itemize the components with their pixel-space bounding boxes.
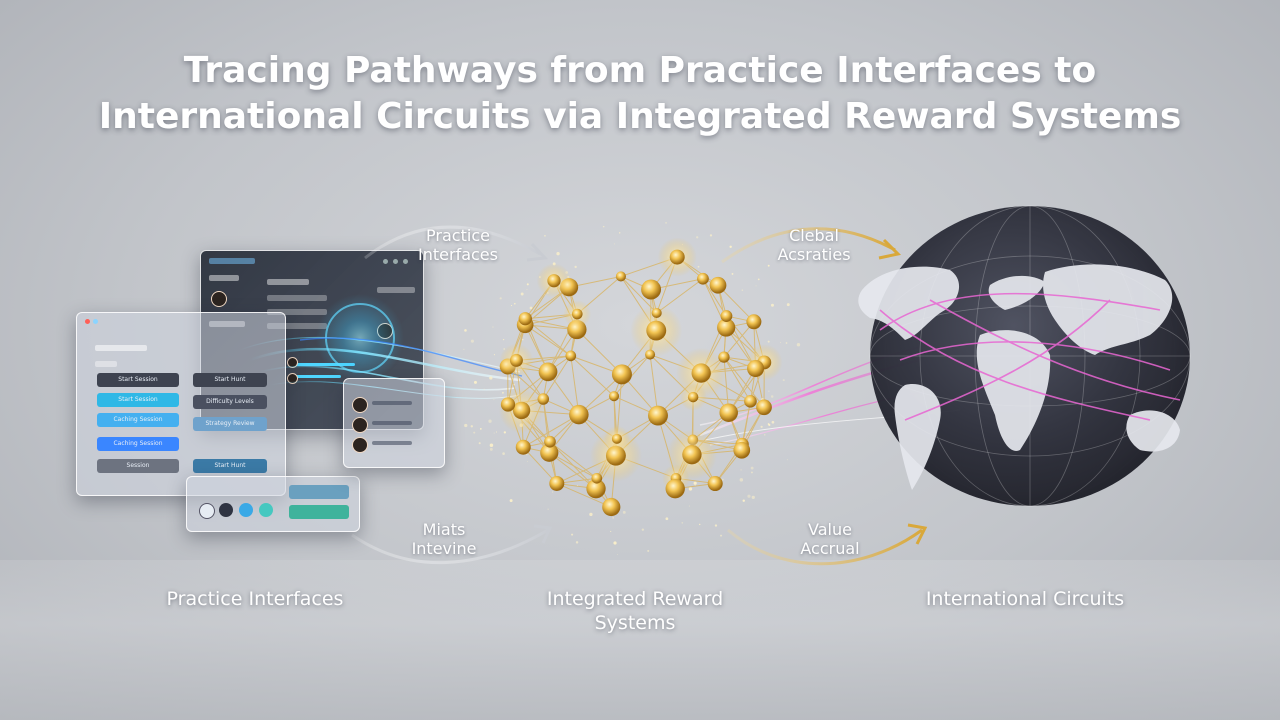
reward-network-sphere bbox=[463, 222, 801, 556]
practice-button-7[interactable]: Difficulty Levels bbox=[193, 395, 267, 409]
tool-icon-4[interactable] bbox=[259, 503, 273, 517]
network-node bbox=[719, 403, 738, 422]
network-node bbox=[512, 401, 531, 420]
network-node bbox=[756, 399, 772, 416]
title-line-1: Tracing Pathways from Practice Interface… bbox=[183, 50, 1097, 91]
network-node bbox=[615, 271, 626, 282]
network-node bbox=[746, 314, 762, 330]
practice-button-5[interactable]: Session bbox=[97, 459, 179, 473]
tool-icon-3[interactable] bbox=[239, 503, 253, 517]
network-node bbox=[641, 279, 662, 300]
network-node bbox=[744, 394, 757, 408]
network-node bbox=[720, 310, 733, 322]
network-node bbox=[733, 441, 751, 459]
network-node bbox=[682, 445, 702, 465]
practice-button-4[interactable]: Caching Session bbox=[97, 437, 179, 451]
network-node bbox=[669, 249, 685, 265]
practice-button-8[interactable]: Strategy Review bbox=[193, 417, 267, 431]
network-node bbox=[549, 475, 565, 491]
network-node bbox=[646, 320, 667, 341]
floor-shadow bbox=[0, 560, 1280, 720]
practice-button-9[interactable]: Start Hunt bbox=[193, 459, 267, 473]
route-arcs bbox=[879, 292, 1181, 421]
practice-button-6[interactable]: Start Hunt bbox=[193, 373, 267, 387]
network-node bbox=[500, 397, 516, 412]
lower-toolbar-panel bbox=[186, 476, 360, 532]
stage-label-reward: Integrated Reward Systems bbox=[546, 588, 724, 634]
world-globe bbox=[858, 205, 1191, 507]
arrow-label-top-right: Clebal Acsraties bbox=[777, 226, 851, 264]
arrow-label-bottom-left: Miats Intevine bbox=[411, 520, 477, 558]
tool-icon-2[interactable] bbox=[219, 503, 233, 517]
network-node bbox=[718, 351, 730, 363]
network-node bbox=[586, 479, 606, 499]
network-node bbox=[665, 479, 685, 499]
network-node bbox=[509, 353, 523, 367]
flow-arrows bbox=[351, 225, 928, 566]
network-node bbox=[611, 433, 622, 444]
stage-label-practice: Practice Interfaces bbox=[166, 588, 344, 610]
network-node bbox=[697, 272, 709, 285]
network-node bbox=[691, 363, 711, 383]
network-node bbox=[591, 472, 603, 484]
arrow-label-bottom-right: Value Accrual bbox=[800, 520, 860, 558]
network-node bbox=[747, 360, 765, 378]
network-node bbox=[602, 497, 621, 517]
network-node bbox=[569, 404, 589, 425]
stage-label-international: International Circuits bbox=[925, 588, 1125, 610]
arrow-label-top-left: Practice Interfaces bbox=[418, 226, 498, 264]
network-node bbox=[518, 312, 532, 326]
network-node bbox=[645, 349, 656, 360]
network-node bbox=[515, 439, 531, 455]
network-node bbox=[648, 405, 668, 426]
leaderboard-panel bbox=[343, 378, 445, 468]
practice-menu-panel: Start Session Start Session Caching Sess… bbox=[76, 312, 286, 496]
network-node bbox=[709, 276, 727, 294]
user-avatar bbox=[211, 291, 227, 307]
practice-button-3[interactable]: Caching Session bbox=[97, 413, 179, 427]
network-node bbox=[717, 318, 736, 337]
network-node bbox=[611, 364, 632, 385]
network-node bbox=[538, 362, 558, 382]
network-node bbox=[565, 350, 577, 362]
network-node bbox=[608, 391, 620, 402]
sparkles bbox=[463, 222, 801, 556]
network-node bbox=[651, 307, 662, 319]
network-node bbox=[547, 274, 561, 288]
network-node bbox=[571, 308, 583, 320]
practice-button-1[interactable]: Start Session bbox=[97, 373, 179, 387]
title-line-2: International Circuits via Integrated Re… bbox=[98, 96, 1182, 137]
tool-icon-1[interactable] bbox=[199, 503, 215, 519]
network-node bbox=[537, 393, 550, 405]
practice-button-2[interactable]: Start Session bbox=[97, 393, 179, 407]
network-node bbox=[707, 476, 723, 492]
network-node bbox=[540, 443, 559, 462]
page-title: Tracing Pathways from Practice Interface… bbox=[0, 48, 1280, 140]
network-node bbox=[544, 435, 556, 448]
network-node bbox=[687, 391, 699, 403]
